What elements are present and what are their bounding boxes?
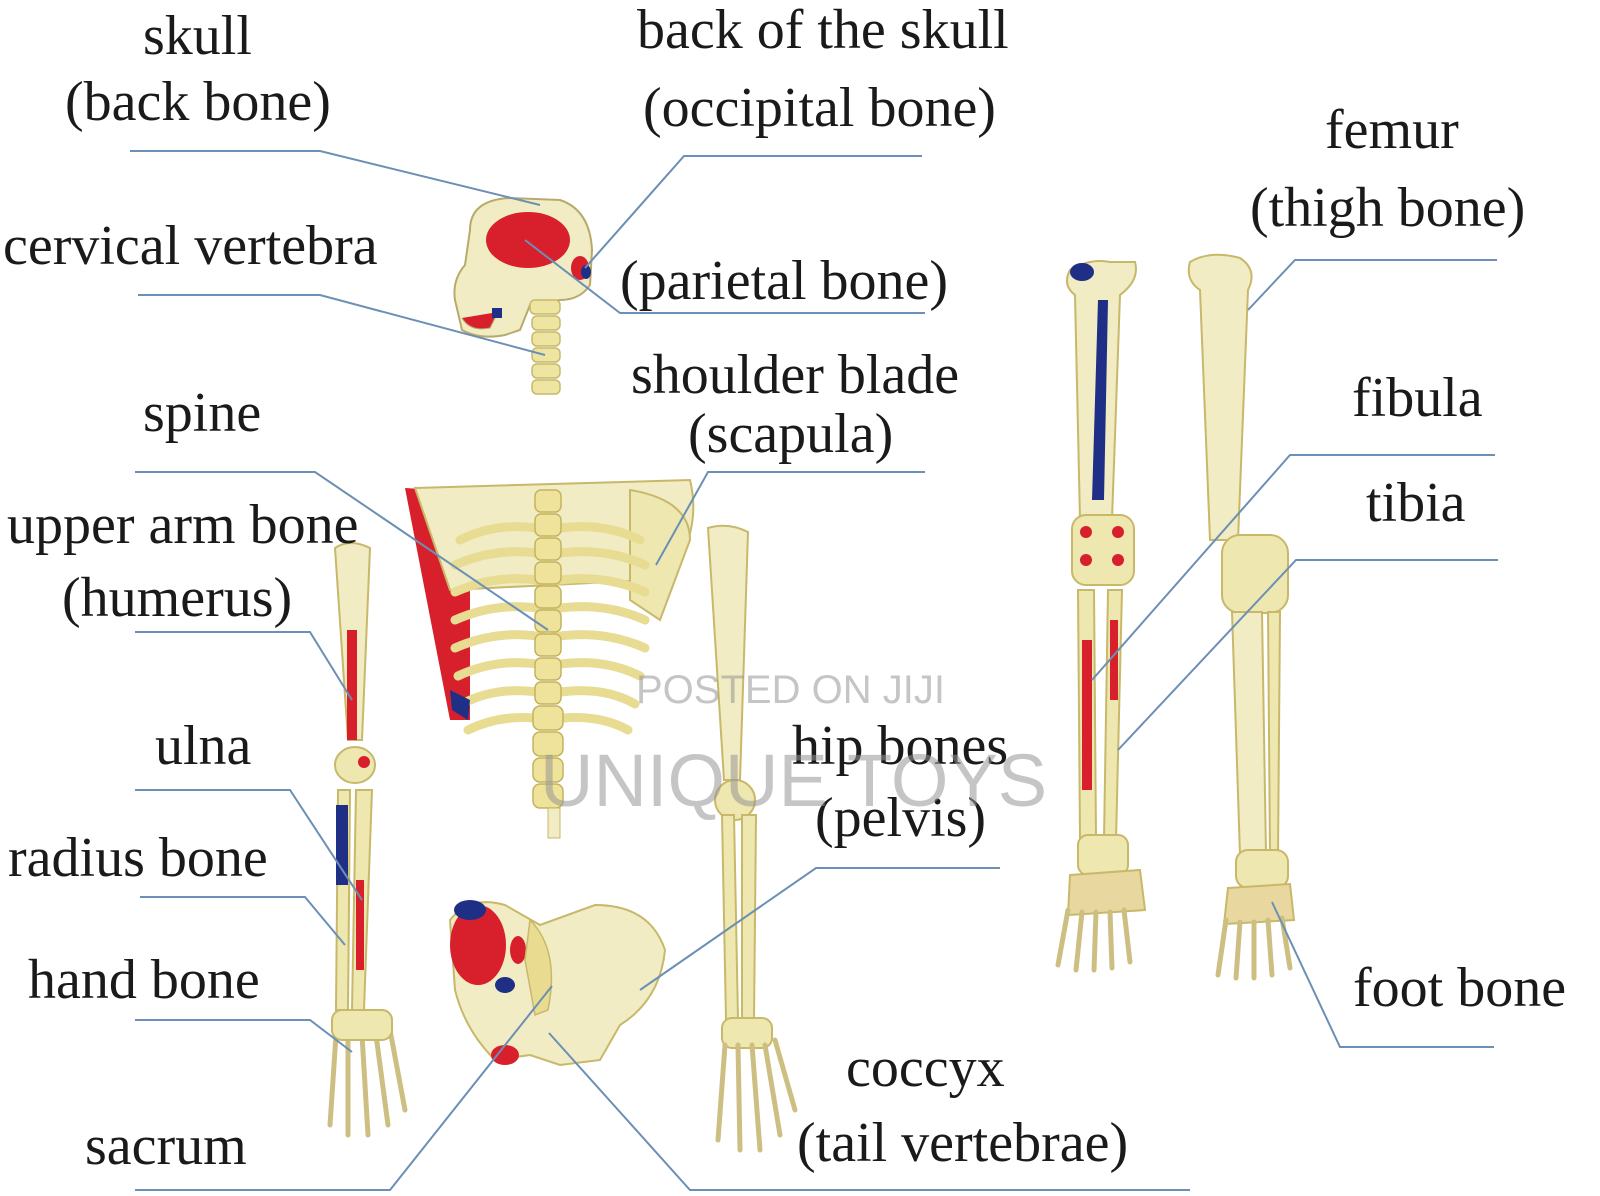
- leader-line-parietal: [524, 239, 925, 314]
- label-foot-bone: foot bone: [1353, 957, 1567, 1019]
- label-fibula: fibula: [1352, 367, 1483, 429]
- label-upper-arm-bone: upper arm bone: [7, 494, 359, 556]
- label-spine: spine: [143, 382, 262, 444]
- leader-line-spine: [135, 471, 549, 631]
- label-femur: femur: [1325, 99, 1459, 161]
- leader-line-cervical: [138, 294, 546, 356]
- label-hand-bone: hand bone: [28, 949, 260, 1011]
- leader-line-pelvis: [639, 867, 1000, 991]
- leader-line-tibia: [1117, 559, 1498, 751]
- label-pelvis: (pelvis): [815, 787, 987, 849]
- leg-model-left: [1055, 260, 1147, 973]
- leader-line-femur: [1247, 259, 1497, 311]
- label-scapula: (scapula): [688, 403, 894, 465]
- leader-line-ulna: [135, 789, 363, 901]
- label-tibia: tibia: [1366, 472, 1466, 534]
- label-cervical-vertebra: cervical vertebra: [3, 215, 378, 277]
- arm-model-left: [327, 542, 408, 1138]
- label-back-of-skull: back of the skull: [637, 0, 1009, 61]
- label-radius-bone: radius bone: [8, 827, 268, 889]
- watermark-seller: UNIQUE TOYS: [540, 739, 1048, 822]
- label-sacrum: sacrum: [85, 1115, 247, 1177]
- leader-line-humerus: [135, 631, 353, 701]
- leader-line-radius: [140, 896, 346, 946]
- skull-model: [453, 196, 594, 395]
- leader-line-coccyx: [548, 1032, 1190, 1191]
- pelvis-model: [448, 900, 667, 1067]
- leader-line-sacrum: [135, 985, 553, 1191]
- label-hip-bones: hip bones: [792, 715, 1009, 777]
- leader-line-fibula: [1091, 454, 1495, 681]
- leg-model-right: [1187, 253, 1296, 981]
- label-skull: skull: [143, 5, 252, 67]
- label-parietal: (parietal bone): [620, 250, 949, 312]
- label-tail-vertebrae: (tail vertebrae): [797, 1112, 1129, 1174]
- leader-line-occipital: [584, 155, 922, 269]
- label-coccyx: coccyx: [846, 1037, 1005, 1099]
- label-femur-sub: (thigh bone): [1250, 177, 1526, 239]
- watermark-posted-on: POSTED ON JIJI: [636, 668, 945, 712]
- leader-line-hand: [135, 1019, 353, 1053]
- ribcage-model: [405, 478, 695, 839]
- arm-model-right: [706, 524, 798, 1153]
- leader-line-skull: [130, 150, 541, 206]
- label-humerus: (humerus): [62, 567, 293, 629]
- label-occipital: (occipital bone): [643, 77, 996, 139]
- leader-line-foot: [1271, 901, 1494, 1048]
- label-ulna: ulna: [155, 715, 252, 777]
- leader-line-scapula: [655, 471, 925, 566]
- label-skull-sub: (back bone): [65, 71, 331, 133]
- label-shoulder-blade: shoulder blade: [631, 344, 960, 406]
- leader-lines: [130, 150, 1498, 1191]
